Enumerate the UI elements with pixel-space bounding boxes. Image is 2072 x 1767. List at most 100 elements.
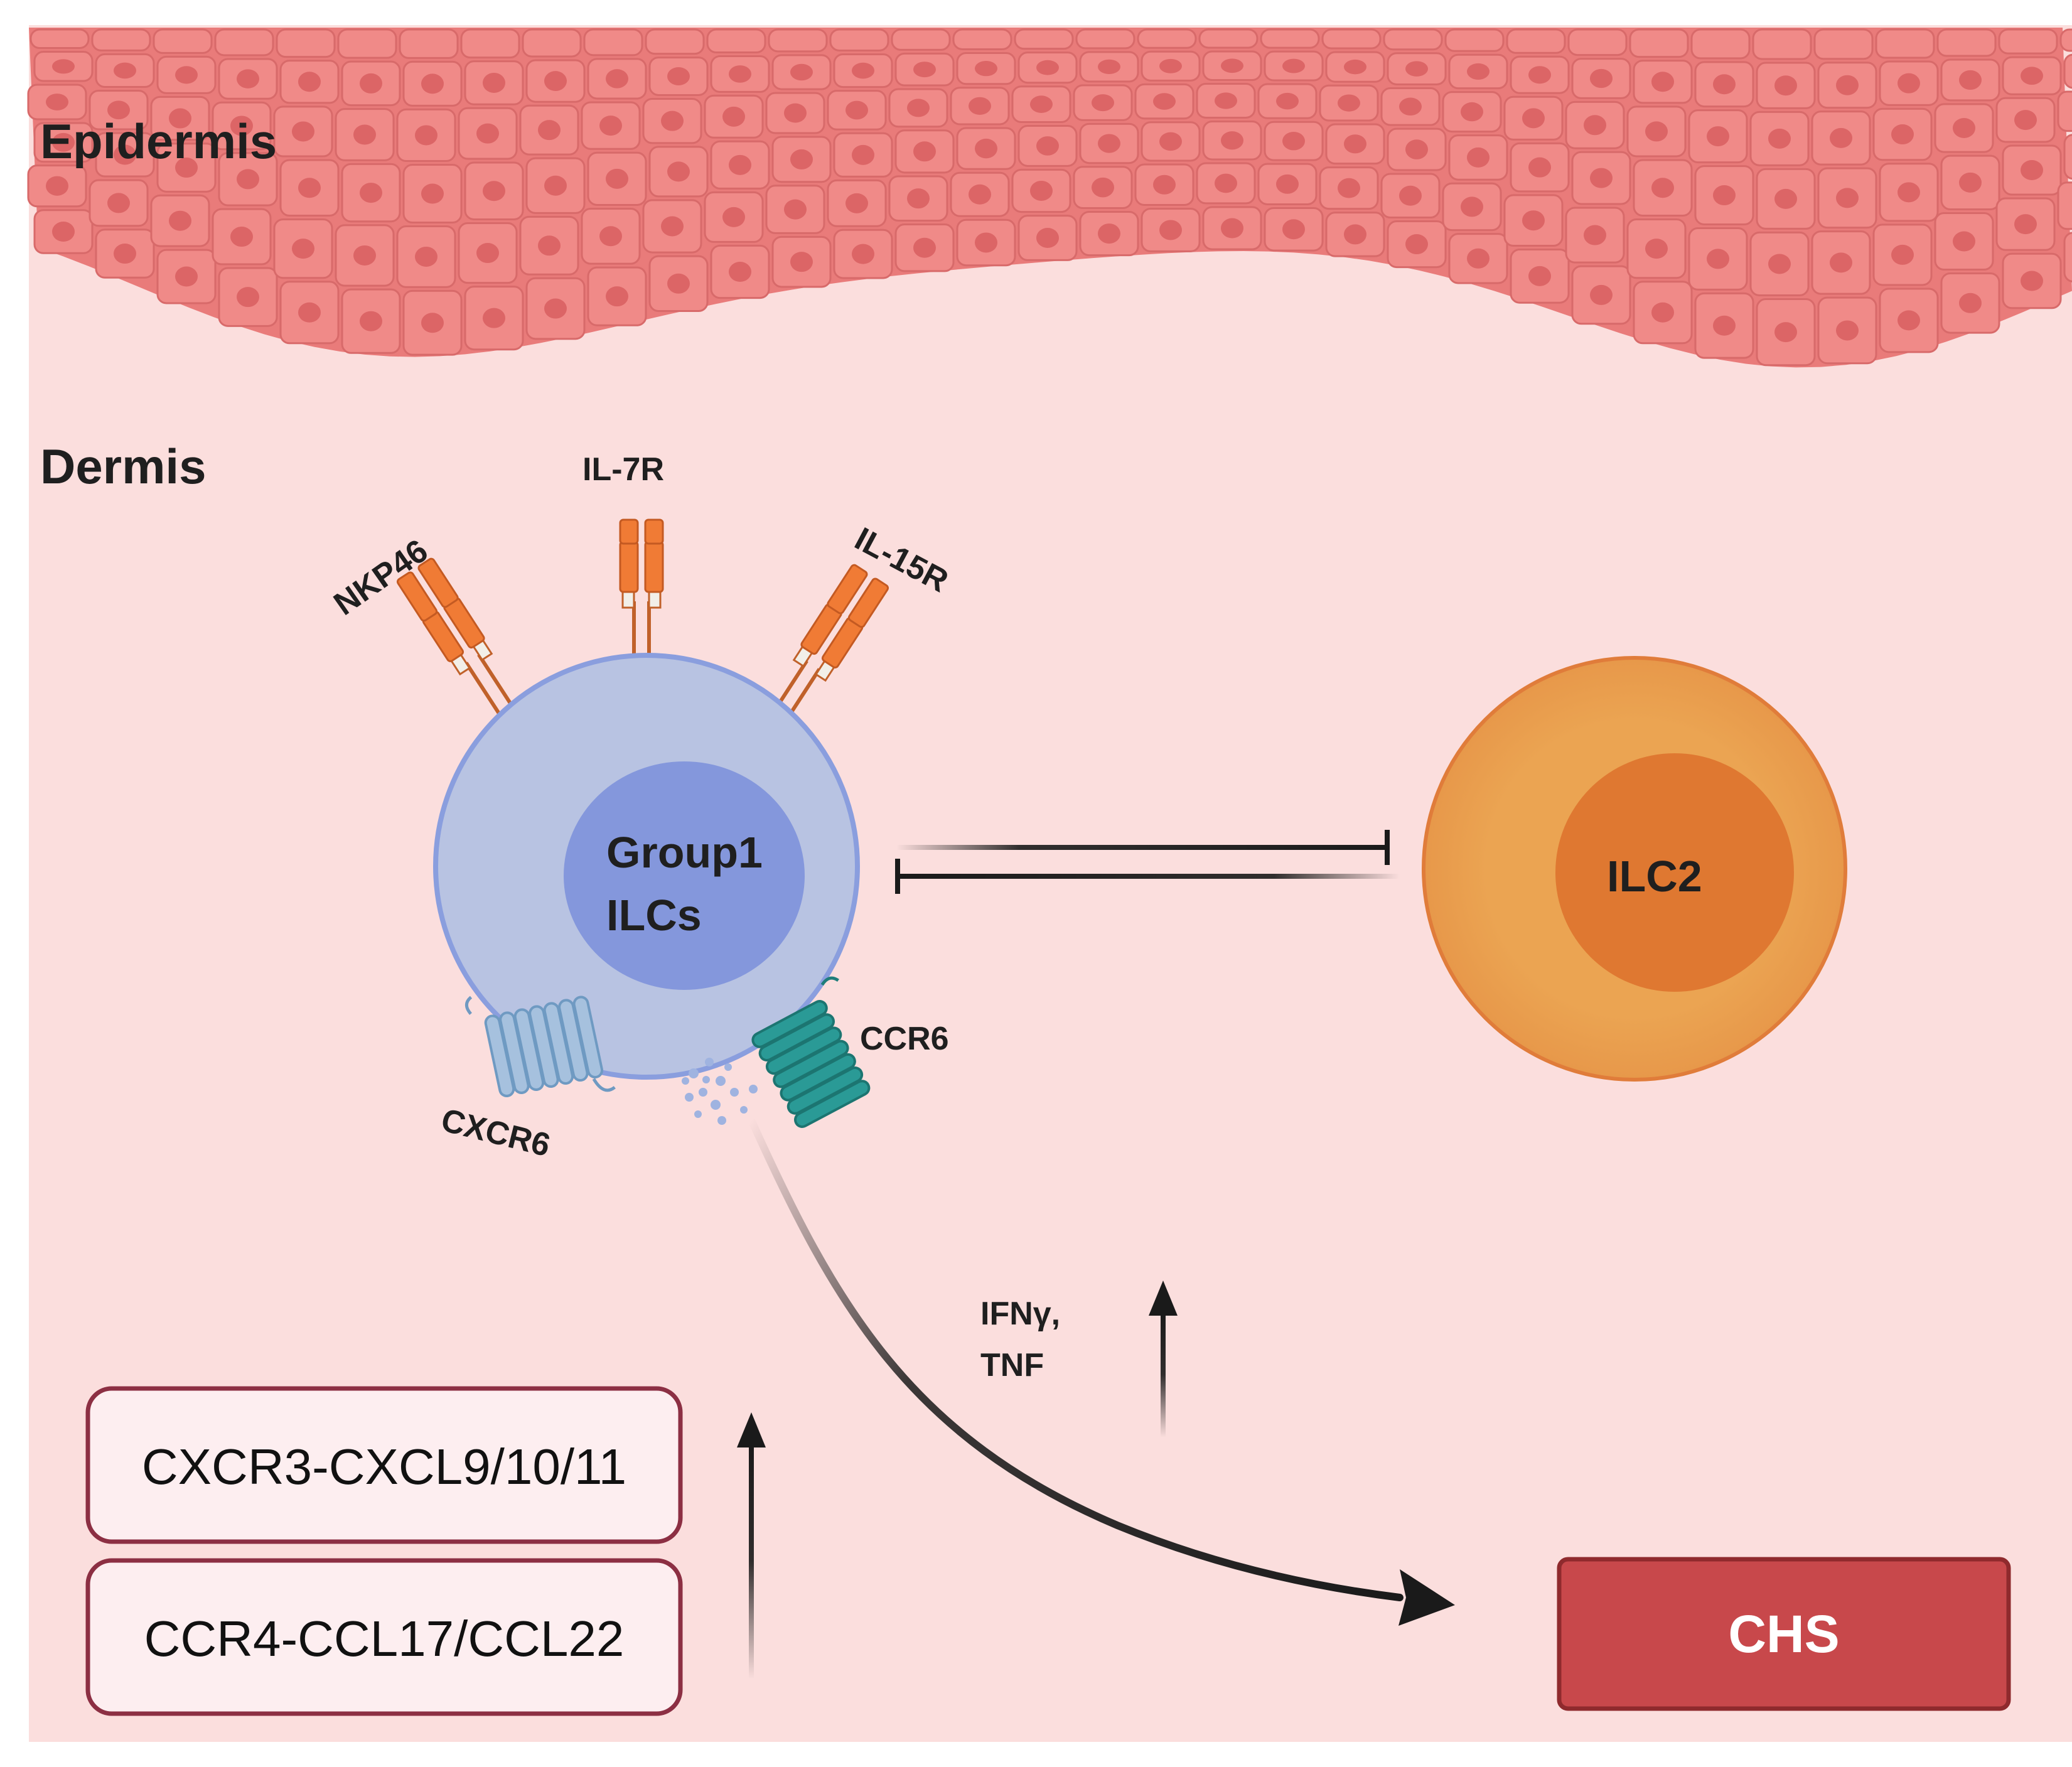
keratinocyte-nucleus <box>175 266 198 287</box>
keratinocyte-nucleus <box>292 121 314 142</box>
keratinocyte-nucleus <box>421 183 444 204</box>
keratinocyte-nucleus <box>1467 147 1490 168</box>
keratinocyte-nucleus <box>1836 320 1859 341</box>
keratinocyte-nucleus <box>1528 266 1551 286</box>
keratinocyte-cell <box>1321 28 1382 50</box>
keratinocyte-nucleus <box>661 216 684 237</box>
keratinocyte-nucleus <box>1584 115 1606 136</box>
keratinocyte-cell <box>1998 28 2058 55</box>
keratinocyte-nucleus <box>1645 121 1668 142</box>
epidermis-label: Epidermis <box>40 114 277 169</box>
ccr6-receptor <box>751 976 871 1128</box>
chemokine-box-cxcr3-label: CXCR3-CXCL9/10/11 <box>142 1439 626 1495</box>
keratinocyte-cell <box>399 28 459 59</box>
keratinocyte-nucleus <box>975 138 997 159</box>
cxcr6-receptor <box>464 996 616 1097</box>
keratinocyte-nucleus <box>1713 315 1736 336</box>
keratinocyte-cell <box>153 28 213 54</box>
keratinocyte-nucleus <box>667 273 690 294</box>
keratinocyte-nucleus <box>913 62 936 78</box>
keratinocyte-nucleus <box>1713 185 1736 206</box>
keratinocyte-nucleus <box>852 62 874 79</box>
keratinocyte-nucleus <box>1344 59 1366 75</box>
keratinocyte-nucleus <box>230 115 253 136</box>
keratinocyte-nucleus <box>421 73 444 94</box>
keratinocyte-nucleus <box>1215 173 1237 193</box>
ccr6-label: CCR6 <box>860 1021 949 1057</box>
keratinocyte-nucleus <box>969 184 991 205</box>
chemokine-box-ccr4: CCR4-CCL17/CCL22 <box>85 1558 683 1716</box>
keratinocyte-nucleus <box>1215 92 1237 109</box>
keratinocyte-nucleus <box>1098 223 1120 244</box>
keratinocyte-nucleus <box>784 199 807 220</box>
keratinocyte-nucleus <box>175 66 198 84</box>
keratinocyte-nucleus <box>1528 157 1551 178</box>
keratinocyte-nucleus <box>1282 58 1305 73</box>
keratinocyte-nucleus <box>722 106 745 127</box>
keratinocyte-nucleus <box>1153 175 1176 195</box>
keratinocyte-nucleus <box>1651 302 1674 323</box>
keratinocyte-nucleus <box>2021 67 2043 85</box>
keratinocyte-cell <box>706 28 766 54</box>
keratinocyte-nucleus <box>107 100 130 120</box>
keratinocyte-nucleus <box>1651 178 1674 198</box>
keratinocyte-nucleus <box>169 210 191 231</box>
keratinocyte-cell <box>1567 28 1628 56</box>
keratinocyte-nucleus <box>1282 219 1305 240</box>
keratinocyte-cell <box>2063 53 2072 89</box>
keratinocyte-nucleus <box>1645 239 1668 259</box>
keratinocyte-nucleus <box>1405 61 1428 77</box>
keratinocyte-nucleus <box>852 244 874 264</box>
keratinocyte-nucleus <box>1959 70 1982 90</box>
keratinocyte-cell <box>337 28 397 59</box>
keratinocyte-cell <box>2057 90 2072 132</box>
keratinocyte-nucleus <box>1830 252 1852 273</box>
keratinocyte-cell <box>460 28 520 59</box>
keratinocyte-nucleus <box>1891 244 1914 265</box>
group1-ilc-cell: Group1 ILCs <box>396 518 889 1128</box>
keratinocyte-nucleus <box>1036 136 1059 156</box>
keratinocyte-nucleus <box>52 222 75 242</box>
chs-label: CHS <box>1728 1604 1839 1663</box>
keratinocyte-nucleus <box>538 235 561 256</box>
keratinocyte-nucleus <box>114 62 136 79</box>
curved-arrow-head <box>1398 1569 1455 1626</box>
keratinocyte-cell <box>91 28 151 51</box>
group1-label-line2: ILCs <box>606 891 702 940</box>
keratinocyte-nucleus <box>421 313 444 333</box>
keratinocyte-nucleus <box>969 97 991 115</box>
keratinocyte-nucleus <box>114 144 136 165</box>
dermis-label: Dermis <box>40 439 206 494</box>
keratinocyte-nucleus <box>1707 249 1729 269</box>
keratinocyte-nucleus <box>845 100 868 120</box>
keratinocyte-nucleus <box>169 108 191 129</box>
keratinocyte-nucleus <box>1898 310 1920 331</box>
keratinocyte-nucleus <box>845 193 868 213</box>
keratinocyte-nucleus <box>1898 73 1920 94</box>
keratinocyte-nucleus <box>1959 293 1982 313</box>
keratinocyte-cell <box>2059 28 2072 52</box>
keratinocyte-cell <box>1752 28 1812 60</box>
keratinocyte-nucleus <box>1461 196 1483 217</box>
keratinocyte-nucleus <box>729 262 751 282</box>
group1-label-line1: Group1 <box>606 828 763 877</box>
keratinocyte-nucleus <box>722 207 745 227</box>
keratinocyte-cell <box>1444 28 1505 52</box>
keratinocyte-cell <box>522 28 582 58</box>
keratinocyte-cell <box>30 28 90 50</box>
keratinocyte-cell <box>1383 28 1443 51</box>
keratinocyte-nucleus <box>606 69 628 89</box>
keratinocyte-nucleus <box>46 94 68 110</box>
keratinocyte-nucleus <box>1590 284 1613 305</box>
secreted-cytokines-dots <box>682 1058 758 1125</box>
keratinocyte-nucleus <box>237 69 259 89</box>
keratinocyte-cell <box>1690 28 1751 60</box>
keratinocyte-nucleus <box>790 63 813 81</box>
keratinocyte-nucleus <box>975 232 997 253</box>
keratinocyte-nucleus <box>476 243 499 264</box>
keratinocyte-nucleus <box>1098 134 1120 153</box>
keratinocyte-cell <box>214 28 274 56</box>
keratinocyte-nucleus <box>415 246 437 267</box>
keratinocyte-cell <box>1260 28 1320 49</box>
